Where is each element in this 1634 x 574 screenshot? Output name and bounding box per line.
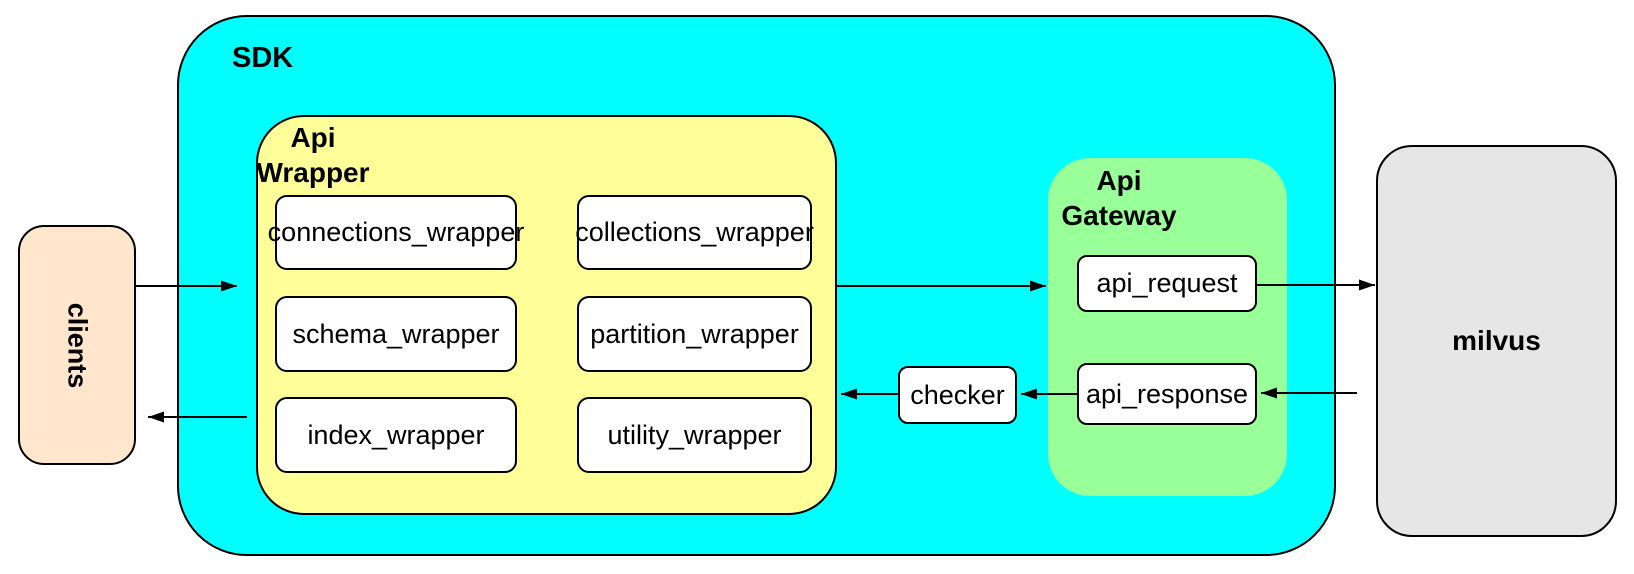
- api-wrapper-title-line1: Api: [290, 122, 336, 153]
- api-wrapper-title: Api Wrapper: [254, 120, 372, 190]
- node-collections-wrapper: collections_wrapper: [575, 195, 814, 270]
- milvus-label: milvus: [1452, 325, 1541, 356]
- node-clients: clients: [18, 225, 136, 465]
- api-gateway-container: [1048, 158, 1287, 496]
- api-gateway-title-line1: Api: [1096, 165, 1142, 196]
- clients-label: clients: [62, 302, 93, 388]
- api-wrapper-title-line2: Wrapper: [256, 157, 370, 188]
- node-schema-wrapper: schema_wrapper: [275, 296, 517, 372]
- node-checker: checker: [898, 366, 1017, 424]
- node-api-response: api_response: [1077, 363, 1257, 425]
- api-gateway-title-line2: Gateway: [1061, 200, 1177, 231]
- node-utility-wrapper: utility_wrapper: [577, 397, 812, 473]
- node-api-request: api_request: [1077, 255, 1257, 312]
- api-gateway-title: Api Gateway: [1053, 163, 1185, 233]
- node-index-wrapper: index_wrapper: [275, 397, 517, 473]
- node-connections-wrapper: connections_wrapper: [268, 195, 524, 270]
- node-partition-wrapper: partition_wrapper: [577, 296, 812, 372]
- sdk-title: SDK: [232, 42, 294, 74]
- node-milvus: milvus: [1376, 145, 1617, 537]
